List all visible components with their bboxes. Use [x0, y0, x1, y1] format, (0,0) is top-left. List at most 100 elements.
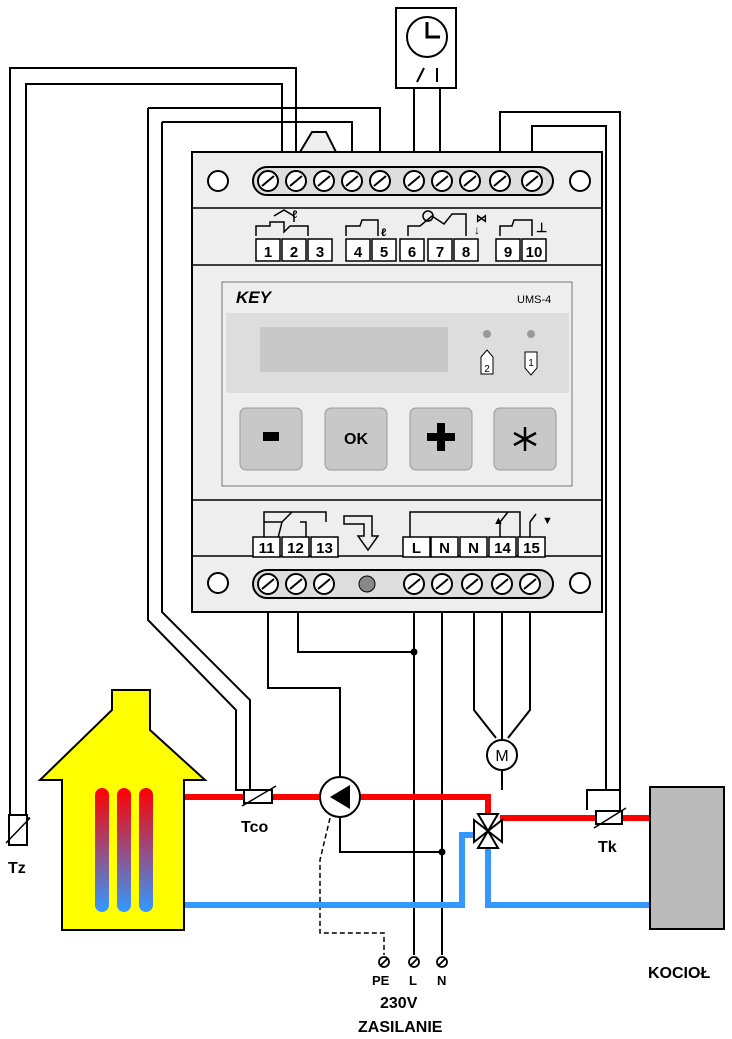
tco-label: Tco [241, 819, 268, 836]
tz-label: Tz [8, 860, 26, 877]
svg-text:13: 13 [316, 540, 333, 557]
bottom-terminal-labels [263, 511, 537, 552]
terminal-number: 15 [517, 536, 546, 558]
led-1-icon: 1 [524, 351, 538, 376]
relay-arrow-icon: ▲ [493, 515, 504, 527]
star-button[interactable] [493, 407, 557, 471]
terminal-number: 6 [399, 238, 425, 262]
terminal-number: 7 [427, 238, 453, 262]
bottom-screws [257, 573, 541, 595]
display-panel [221, 281, 573, 487]
brand-label: KEY [236, 288, 273, 307]
svg-text:15: 15 [523, 540, 540, 557]
boiler [649, 786, 725, 930]
radiator-icon [95, 788, 153, 912]
terminal-screw [285, 573, 307, 595]
pe-wire [319, 817, 385, 955]
wiring [9, 67, 621, 955]
svg-text:N: N [468, 540, 479, 557]
terminal-screw [459, 170, 481, 192]
mixing-valve-icon [473, 813, 503, 849]
terminal-screw [313, 170, 335, 192]
terminal-screw [489, 170, 511, 192]
wire-junction [410, 648, 418, 656]
terminal-screw [519, 573, 541, 595]
svg-text:5: 5 [380, 244, 388, 261]
svg-text:ℓ: ℓ [292, 209, 297, 221]
minus-button[interactable] [239, 407, 303, 471]
pe-label: PE [372, 973, 390, 988]
led-2-icon: 2 [480, 349, 494, 375]
terminal-number: 3 [307, 238, 333, 262]
motor-icon: M [486, 739, 518, 771]
ok-button[interactable]: OK [324, 407, 388, 471]
hot-pipes [150, 794, 650, 821]
svg-text:2: 2 [484, 364, 490, 375]
relay-arrow-icon: ▼ [542, 515, 553, 527]
terminal-number: N [459, 536, 488, 558]
svg-text:4: 4 [354, 244, 363, 261]
svg-text:12: 12 [287, 540, 304, 557]
power-terminals [378, 956, 448, 968]
svg-text:↓: ↓ [474, 223, 480, 237]
terminal-number: 1 [255, 238, 281, 262]
svg-text:10: 10 [526, 244, 543, 261]
terminal-screw [431, 170, 453, 192]
terminal-screw [521, 170, 543, 192]
svg-text:ℓ: ℓ [381, 227, 386, 239]
svg-text:M: M [495, 748, 508, 765]
terminal-screw [461, 573, 483, 595]
terminal-screw [369, 170, 391, 192]
n-label: N [437, 973, 446, 988]
top-terminal-labels: ℓ ℓ ⋈ ↓ ⊥ [255, 209, 547, 239]
terminal-screw [431, 573, 453, 595]
svg-text:8: 8 [462, 244, 470, 261]
terminal-number: 13 [310, 536, 339, 558]
terminal-number: 8 [453, 238, 479, 262]
terminal-screw [313, 573, 335, 595]
terminal-screw [403, 170, 425, 192]
voltage-label: 230V [380, 995, 418, 1012]
terminal-screw [341, 170, 363, 192]
svg-text:⊥: ⊥ [536, 220, 547, 235]
bottom-terminal-numbers: 11 12 13 L N N 14 15 [252, 536, 546, 558]
terminal-number: 14 [488, 536, 517, 558]
terminal-screw [257, 170, 279, 192]
svg-text:3: 3 [316, 244, 324, 261]
boiler-label: KOCIOŁ [648, 965, 710, 982]
terminal-number: 9 [495, 238, 521, 262]
terminal-screw [403, 573, 425, 595]
svg-text:6: 6 [408, 244, 416, 261]
svg-text:2: 2 [290, 244, 298, 261]
svg-text:9: 9 [504, 244, 512, 261]
svg-text:⋈: ⋈ [476, 213, 487, 225]
plus-button[interactable] [409, 407, 473, 471]
svg-text:11: 11 [259, 540, 275, 557]
terminal-screw [491, 573, 513, 595]
pump-icon [319, 776, 361, 818]
terminal-number: L [402, 536, 431, 558]
terminal-screw [257, 573, 279, 595]
l-label: L [409, 973, 417, 988]
clock-icon [395, 7, 457, 89]
power-caption: ZASILANIE [358, 1019, 443, 1036]
cold-pipes [150, 832, 650, 908]
svg-text:1: 1 [264, 244, 272, 261]
terminal-number: 11 [252, 536, 281, 558]
tco-thermistor-icon [235, 770, 277, 807]
svg-text:1: 1 [528, 358, 534, 369]
tz-thermistor-icon [5, 814, 31, 846]
terminal-screw [285, 170, 307, 192]
svg-text:14: 14 [494, 540, 511, 557]
svg-text:L: L [412, 540, 421, 557]
wire-junction [438, 848, 446, 856]
svg-text:N: N [439, 540, 450, 557]
terminal-number: 5 [371, 238, 397, 262]
terminal-number: 12 [281, 536, 310, 558]
terminal-number: N [430, 536, 459, 558]
terminal-number: 2 [281, 238, 307, 262]
tk-label: Tk [598, 839, 617, 856]
terminal-number: 4 [345, 238, 371, 262]
svg-text:7: 7 [436, 244, 444, 261]
